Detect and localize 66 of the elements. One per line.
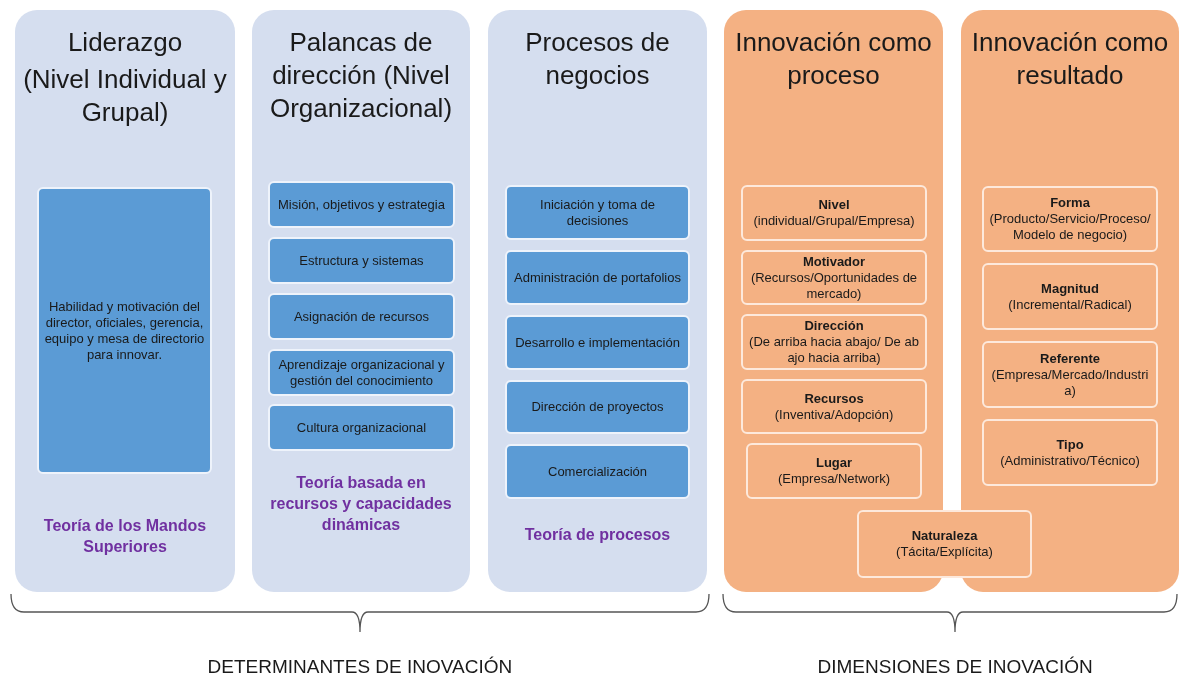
theory-label: Teoría basada en recursos y capacidades dinámicas [269, 473, 453, 535]
dimension-heading: Tipo [1056, 436, 1084, 453]
category-box [982, 186, 1158, 252]
category-box [746, 443, 922, 499]
column-title: Innovación como proceso [734, 26, 933, 92]
column-title: Liderazgo [66, 26, 184, 59]
category-box [505, 315, 690, 370]
dimension-heading: Forma [1050, 195, 1090, 211]
box-text: Cultura organizacional [296, 419, 427, 436]
column-title: Innovación como resultado [970, 26, 1170, 92]
column-panel [252, 10, 470, 592]
dimension-values: (Recursos/Oportunidades de mercado) [749, 269, 919, 302]
dimension-heading: Motivador [802, 253, 866, 270]
category-box [505, 185, 690, 240]
dimension-heading: Lugar [815, 455, 853, 471]
dimension-values: (Producto/Servicio/Proceso/Modelo de negocio) [989, 211, 1151, 243]
column-panel [15, 10, 235, 592]
box-text: Asignación de recursos [293, 308, 430, 325]
section-label: DETERMINANTES DE INOVACIÓN [207, 656, 513, 678]
section-label: DIMENSIONES DE INOVACIÓN [817, 656, 1093, 678]
box-text: Estructura y sistemas [299, 252, 424, 269]
column-panel [488, 10, 707, 592]
box-text: Desarrollo e implementación [515, 334, 680, 351]
theory-label: Teoría de procesos [523, 525, 672, 545]
dimension-values: (Inventiva/Adopción) [774, 406, 894, 423]
dimension-values: (Empresa/Mercado/Industria) [990, 366, 1150, 399]
category-box [982, 341, 1158, 408]
dimension-values: (Tácita/Explícita) [896, 544, 993, 560]
category-box [268, 237, 455, 284]
box-text: Misión, objetivos y estrategia [278, 196, 445, 213]
dimension-heading: Naturaleza [911, 528, 978, 544]
category-box [741, 314, 927, 370]
dimension-values: (Incremental/Radical) [1008, 296, 1132, 313]
box-text: Aprendizaje organizacional y gestión del conocimiento [277, 356, 446, 389]
dimension-values: (Administrativo/Técnico) [1000, 452, 1140, 469]
category-box [741, 379, 927, 434]
category-box [268, 404, 455, 451]
theory-label: Teoría de los Mandos Superiores [42, 516, 208, 557]
category-box [741, 185, 927, 241]
category-box [857, 510, 1032, 578]
category-box [982, 263, 1158, 330]
column-title: Procesos de negocios [524, 26, 671, 92]
category-box [505, 250, 690, 305]
dimension-heading: Nivel [818, 197, 850, 213]
box-text: Administración de portafolios [514, 269, 681, 286]
dimension-heading: Recursos [804, 390, 864, 407]
dimension-heading: Referente [1040, 350, 1100, 367]
category-box [268, 181, 455, 228]
box-text: Comercialización [548, 463, 647, 480]
box-text: Iniciación y toma de decisiones [539, 196, 656, 229]
category-box [505, 380, 690, 434]
category-box [37, 187, 212, 474]
dimension-values: (Empresa/Network) [778, 471, 890, 487]
dimension-heading: Magnitud [1041, 280, 1099, 297]
box-text: Dirección de proyectos [531, 399, 664, 415]
dimension-values: (De arriba hacia abajo/ De abajo hacia arriba) [748, 334, 920, 366]
category-box [505, 444, 690, 499]
dimension-values: (individual/Grupal/Empresa) [753, 213, 915, 229]
category-box [741, 250, 927, 305]
category-box [982, 419, 1158, 486]
column-subtitle: (Nivel Individual y Grupal) [22, 63, 228, 129]
column-title: Palancas de dirección (Nivel Organizacional) [268, 26, 454, 125]
box-text: Habilidad y motivación del director, oficiales, gerencia, equipo y mesa de directorio para innovar. [44, 298, 205, 363]
category-box [268, 349, 455, 396]
category-box [268, 293, 455, 340]
dimension-heading: Dirección [804, 318, 864, 334]
